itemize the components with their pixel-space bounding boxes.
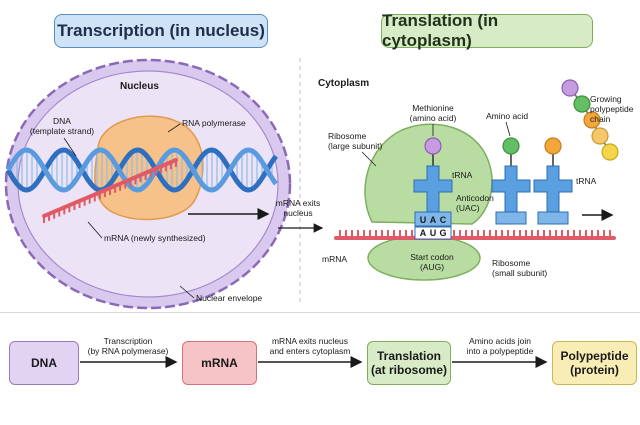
flow-arrow-2-label-line2: and enters cytoplasm	[269, 346, 351, 356]
flow-arrow-3-label: Amino acids join into a polypeptide	[450, 336, 550, 356]
mrna-backbone	[42, 158, 178, 218]
amino-acid-leader-line	[505, 121, 511, 137]
amino-acid-green	[502, 137, 520, 155]
transcription-header: Transcription (in nucleus)	[54, 14, 268, 48]
anticodon-base-1: U	[420, 215, 427, 225]
flow-arrow-2-label: mRNA exits nucleus and enters cytoplasm	[256, 336, 364, 356]
amino-acid-label: Amino acid	[486, 111, 528, 121]
methionine-label-1: Methionine	[412, 103, 454, 113]
trna-2	[491, 152, 531, 225]
anticodon-base-3: C	[440, 215, 447, 225]
transcription-header-text: Transcription (in nucleus)	[57, 21, 265, 40]
dna-label-1: DNA	[53, 116, 71, 126]
ribosome-large-leader-line	[361, 151, 377, 167]
anticodon-label-1: Anticodon	[456, 193, 494, 203]
nuclear-envelope-label: Nuclear envelope	[196, 293, 262, 303]
flow-box-dna: DNA	[9, 341, 79, 385]
envelope-leader-line	[179, 285, 195, 299]
dna-leader-line	[63, 137, 77, 157]
amino-acid-orange	[544, 137, 562, 155]
mrna-exits-label-2: nucleus	[283, 208, 312, 218]
codon-base-3: G	[439, 228, 446, 238]
flow-box-dna-line1: DNA	[31, 356, 57, 370]
anticodon-label-2: (UAC)	[456, 203, 480, 213]
nucleus-label: Nucleus	[120, 81, 159, 92]
trna-2-label: tRNA	[576, 176, 597, 186]
flow-box-mrna-line1: mRNA	[201, 356, 238, 370]
trna-methionine	[413, 152, 453, 227]
translation-header: Translation (in cytoplasm)	[381, 11, 593, 50]
mrna-new-leader-line	[87, 221, 103, 239]
methionine-amino-acid	[424, 137, 442, 155]
polypeptide-chain	[561, 79, 619, 161]
flow-arrow-2-label-line1: mRNA exits nucleus	[271, 336, 349, 346]
dna-strand-2	[5, 147, 278, 193]
codon-base-1: A	[420, 228, 427, 238]
translation-header-text: Translation (in cytoplasm)	[382, 11, 499, 50]
dna-label-2: (template strand)	[30, 126, 94, 136]
flow-arrow-1-label: Transcription (by RNA polymerase)	[78, 336, 178, 356]
polymerase-leader-line	[167, 123, 181, 133]
dna-double-helix	[5, 147, 278, 193]
flow-arrow-3-label-line1: Amino acids join	[469, 336, 531, 346]
flow-box-translation-line1: Translation	[376, 349, 441, 363]
mrna-cytoplasm-strand	[334, 230, 616, 240]
ribosome-small-label-2: (small subunit)	[492, 268, 547, 278]
flow-arrow-1-label-line1: Transcription	[103, 336, 153, 346]
methionine-label-2: (amino acid)	[410, 113, 457, 123]
anticodon-base-2: A	[430, 215, 437, 225]
flow-arrow-3-label-line2: into a polypeptide	[466, 346, 534, 356]
trna-1-label: tRNA	[452, 170, 473, 180]
codon-base-2: U	[430, 228, 437, 238]
mrna-label: mRNA	[322, 254, 347, 264]
flow-arrow-1-label-line2: (by RNA polymerase)	[87, 346, 169, 356]
growing-chain-label-1: Growing	[590, 94, 622, 104]
rna-polymerase	[94, 115, 204, 221]
rna-polymerase-label: RNA polymerase	[182, 118, 246, 128]
flow-separator	[0, 312, 640, 313]
flow-box-translation: Translation(at ribosome)	[367, 341, 451, 385]
start-codon-box	[414, 226, 452, 240]
flow-box-polypeptide-line1: Polypeptide	[560, 349, 629, 363]
flow-box-mrna: mRNA	[182, 341, 257, 385]
ribosome-large-label-1: Ribosome	[328, 131, 367, 141]
cytoplasm-label: Cytoplasm	[318, 78, 369, 89]
start-codon-label-2: (AUG)	[420, 262, 444, 272]
trna-3	[533, 152, 573, 225]
ribosome-small-label-1: Ribosome	[492, 258, 531, 268]
flow-box-polypeptide: Polypeptide(protein)	[552, 341, 637, 385]
mrna-new-label: mRNA (newly synthesized)	[104, 233, 206, 243]
flow-box-translation-line2: (at ribosome)	[370, 363, 447, 377]
start-codon-label-1: Start codon	[410, 252, 454, 262]
flow-box-polypeptide-line2: (protein)	[570, 363, 619, 377]
mrna-new-strand	[42, 158, 178, 223]
mrna-exits-label-1: mRNA exits	[276, 198, 320, 208]
growing-chain-label-3: chain	[590, 114, 611, 124]
growing-chain-label-2: polypeptide	[590, 104, 634, 114]
ribosome-large-label-2: (large subunit)	[328, 141, 383, 151]
